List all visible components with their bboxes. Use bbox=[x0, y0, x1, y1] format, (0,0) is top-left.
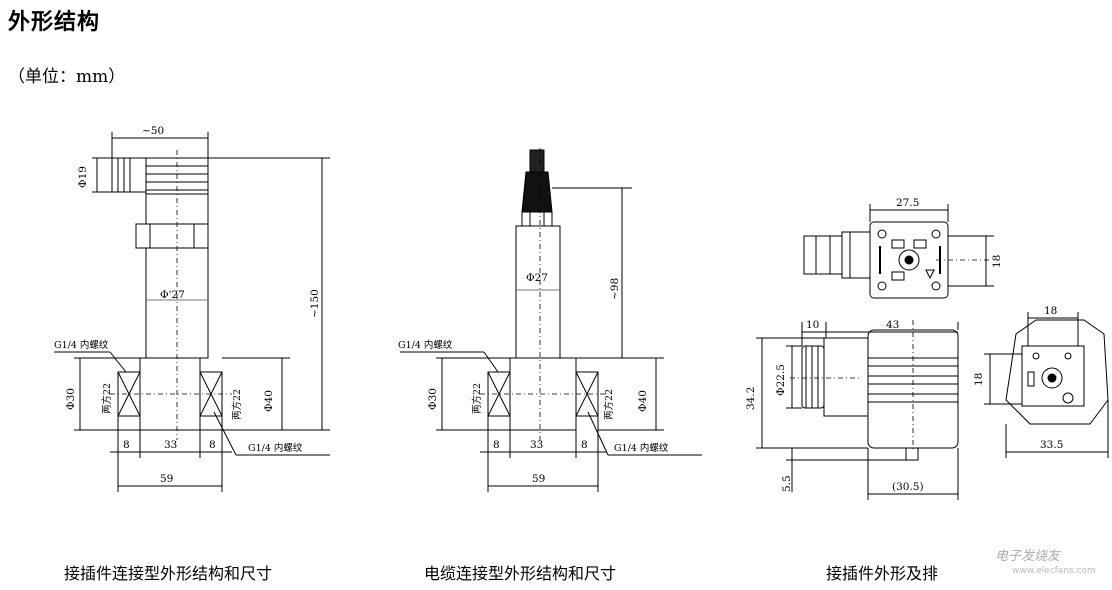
dim-end-base: 33.5 bbox=[1040, 439, 1063, 451]
dim-right-dia: Φ40 bbox=[263, 390, 275, 412]
flat-label-left: 两方22 bbox=[471, 383, 483, 414]
dim-left-dia: Φ30 bbox=[65, 388, 77, 410]
dim-height: ~150 bbox=[309, 289, 321, 318]
dim-total-width: 59 bbox=[160, 473, 173, 485]
dim-seg-mid: 33 bbox=[530, 439, 543, 451]
watermark-logo: 电子发烧友 bbox=[995, 549, 1061, 564]
dim-side-dia: Φ22.5 bbox=[775, 364, 787, 396]
thread-label-top: G1/4 内螺纹 bbox=[54, 339, 109, 351]
caption-cable-type: 电缆连接型外形结构和尺寸 bbox=[424, 564, 617, 583]
hex-nut bbox=[135, 223, 209, 249]
watermark-url: www.elecfans.com bbox=[1012, 566, 1096, 576]
dim-right-dia: Φ40 bbox=[637, 390, 649, 412]
dim-end-height: 18 bbox=[973, 373, 985, 386]
flat-label-left: 两方22 bbox=[101, 383, 113, 414]
dim-side-bottom: 5.5 bbox=[781, 475, 793, 492]
plug-side bbox=[803, 235, 843, 275]
figure-cable-type bbox=[400, 148, 702, 492]
dim-end-width: 18 bbox=[1044, 305, 1057, 317]
dim-side-height: 34.2 bbox=[745, 387, 757, 410]
end-view bbox=[1005, 319, 1109, 425]
thread-label-bottom: G1/4 内螺纹 bbox=[614, 442, 669, 454]
dim-seg-left: 8 bbox=[123, 439, 130, 451]
dim-seg-right: 8 bbox=[581, 439, 588, 451]
figure-connector-type bbox=[54, 132, 330, 492]
unit-note: （单位：mm） bbox=[8, 67, 126, 87]
page-title: 外形结构 bbox=[8, 10, 101, 35]
cable-gland bbox=[521, 171, 553, 213]
dim-connector-dia: Φ19 bbox=[77, 166, 89, 188]
dim-total-width: 59 bbox=[532, 473, 545, 485]
flat-label-right: 两方22 bbox=[603, 389, 615, 420]
side-plug bbox=[801, 345, 825, 409]
thread-label-top: G1/4 内螺纹 bbox=[398, 339, 453, 351]
dim-side-base: (30.5) bbox=[892, 481, 924, 493]
dim-seg-mid: 33 bbox=[164, 439, 177, 451]
figure-connector-detail bbox=[756, 204, 1109, 500]
dim-top-height: 18 bbox=[991, 255, 1003, 268]
sensor-body bbox=[515, 225, 561, 359]
dim-width-top: ~50 bbox=[142, 125, 164, 137]
dim-body-dia: Φ'27 bbox=[160, 289, 185, 301]
dim-side-a: 10 bbox=[806, 319, 819, 331]
caption-connector-detail: 接插件外形及排 bbox=[826, 564, 939, 583]
dim-height: ~98 bbox=[609, 278, 621, 300]
dim-seg-right: 8 bbox=[209, 439, 216, 451]
dim-top-width: 27.5 bbox=[896, 197, 919, 209]
dim-left-dia: Φ30 bbox=[427, 388, 439, 410]
dim-side-b: 43 bbox=[886, 319, 899, 331]
cable bbox=[529, 149, 545, 173]
dim-body-dia: Φ27 bbox=[526, 272, 548, 284]
caption-connector-type: 接插件连接型外形结构和尺寸 bbox=[64, 564, 273, 583]
dim-seg-left: 8 bbox=[493, 439, 500, 451]
flat-label-right: 两方22 bbox=[231, 389, 243, 420]
thread-label-bottom: G1/4 内螺纹 bbox=[248, 442, 303, 454]
connector-plug bbox=[111, 157, 147, 193]
